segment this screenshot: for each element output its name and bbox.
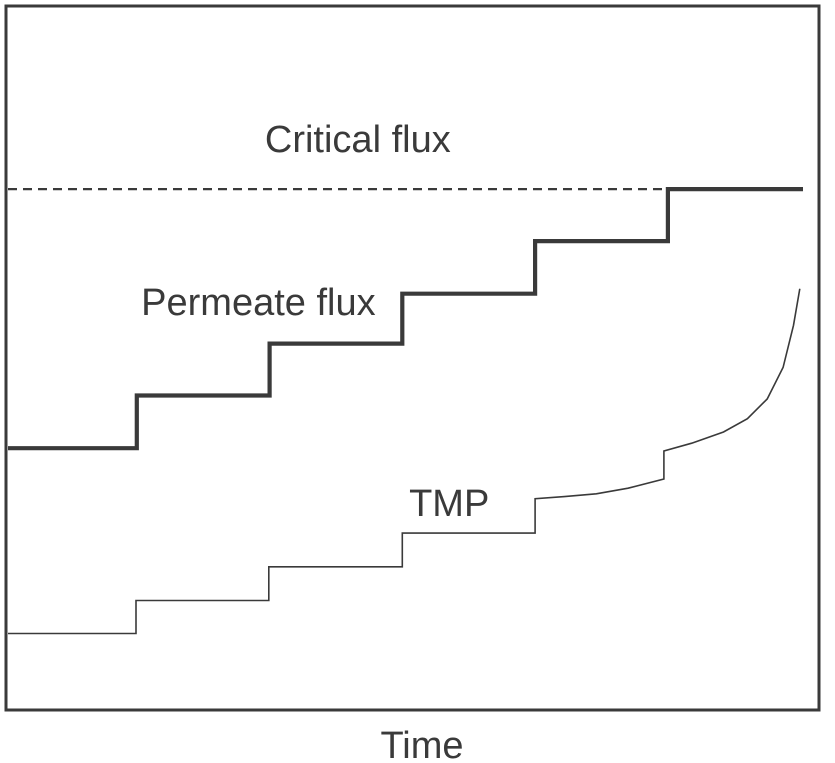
plot-frame [4, 4, 821, 712]
annotation-permeate-flux: Permeate flux [141, 282, 375, 324]
series-line-tmp [8, 288, 801, 635]
annotation-critical-flux: Critical flux [265, 119, 451, 161]
series-layer [8, 187, 803, 635]
series-line-permeate-flux [8, 187, 803, 451]
x-axis-label: Time [380, 725, 463, 763]
annotation-tmp: TMP [409, 483, 489, 525]
